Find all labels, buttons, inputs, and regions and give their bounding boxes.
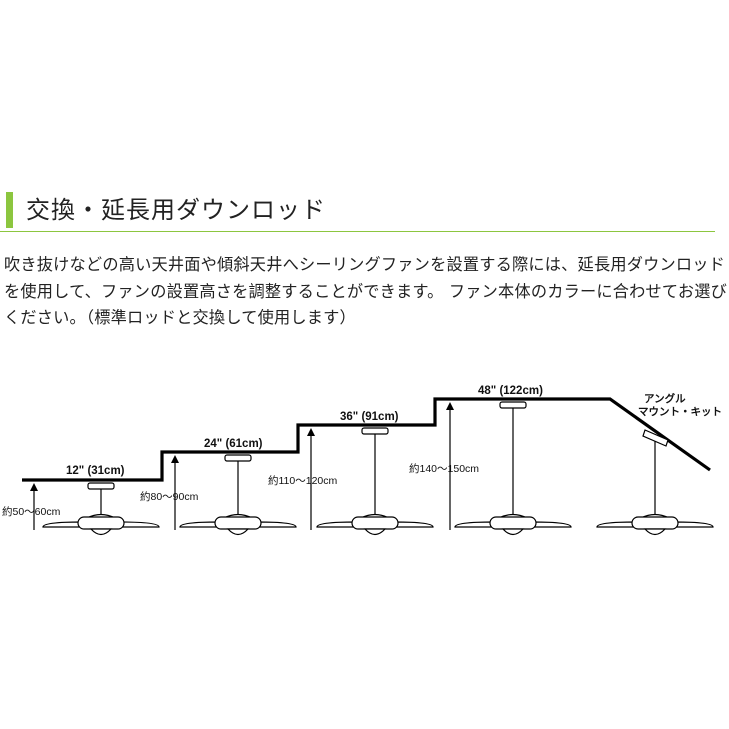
fan-3 bbox=[316, 427, 434, 536]
ceiling-profile bbox=[22, 397, 711, 482]
height-label-2: 約80～90cm bbox=[140, 490, 199, 503]
fan-4 bbox=[454, 401, 572, 536]
rod-label-2: 24" (61cm) bbox=[204, 438, 263, 450]
height-label-4: 約140～150cm bbox=[409, 462, 479, 475]
angle-mount-label-line2: マウント・キット bbox=[638, 406, 722, 418]
angle-mount-label-line1: アングル bbox=[644, 392, 686, 405]
dimension-arrow-2 bbox=[171, 455, 179, 530]
dimension-arrow-4 bbox=[446, 402, 454, 530]
dimension-arrow-1 bbox=[30, 483, 38, 530]
description-line-1: 吹き抜けなどの高い天井面や傾斜天井へシーリングファンを設置する際には、延長用ダウ… bbox=[4, 255, 726, 274]
fan-angle-mount bbox=[596, 429, 714, 536]
height-label-1: 約50～60cm bbox=[2, 505, 61, 518]
description-line-2: を使用して、ファンの設置高さを調整することができます。 ファン本体のカラーに合わ… bbox=[4, 281, 727, 301]
description-line-3: ください。（標準ロッドと交換して使用します） bbox=[4, 308, 356, 327]
description: 吹き抜けなどの高い天井面や傾斜天井へシーリングファンを設置する際には、延長用ダウ… bbox=[4, 252, 727, 332]
dimension-arrow-3 bbox=[307, 428, 315, 530]
header-underline bbox=[0, 231, 715, 232]
section-title: 交換・延長用ダウンロッド bbox=[26, 196, 326, 224]
section-header: 交換・延長用ダウンロッド bbox=[0, 170, 729, 232]
fan-1 bbox=[42, 482, 160, 536]
downrod-diagram: 12" (31cm) 24" (61cm) 36" (91cm) 48" (12… bbox=[2, 385, 722, 536]
height-label-3: 約110～120cm bbox=[268, 474, 338, 487]
rod-label-3: 36" (91cm) bbox=[340, 411, 399, 423]
rod-label-1: 12" (31cm) bbox=[66, 465, 125, 477]
rod-label-4: 48" (122cm) bbox=[478, 385, 543, 397]
accent-bar bbox=[6, 192, 13, 228]
fan-2 bbox=[179, 454, 297, 536]
